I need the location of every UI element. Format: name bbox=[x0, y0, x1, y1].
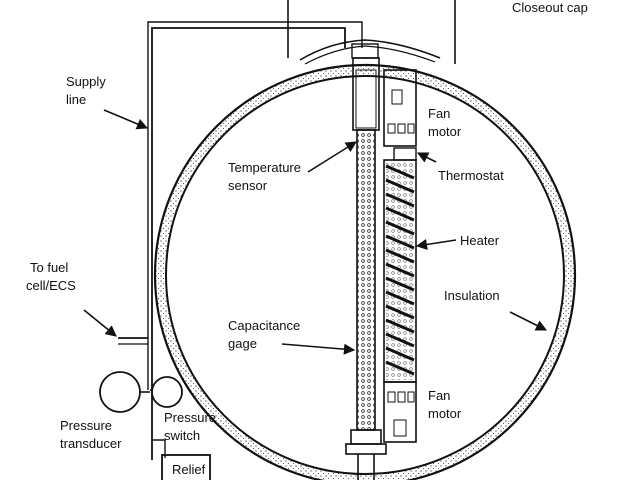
fan-motor-bottom bbox=[383, 381, 417, 443]
arrow-heater bbox=[415, 238, 457, 251]
label-closeout-cap: Closeout cap bbox=[512, 0, 588, 15]
label-pressure-transducer-2: transducer bbox=[60, 436, 122, 451]
arrow-fuel-cell bbox=[83, 309, 117, 337]
leader-arrows bbox=[83, 109, 548, 355]
label-heater: Heater bbox=[460, 233, 500, 248]
closeout-cap bbox=[287, 0, 456, 65]
label-to-fuel-cell-1: To fuel bbox=[30, 260, 68, 275]
label-supply-line-1: Supply bbox=[66, 74, 106, 89]
label-fan-motor-bottom-1: Fan bbox=[428, 388, 450, 403]
label-capacitance-gage-1: Capacitance bbox=[228, 318, 300, 333]
label-fan-motor-top-2: motor bbox=[428, 124, 462, 139]
label-thermostat: Thermostat bbox=[438, 168, 504, 183]
arrow-supply-line bbox=[103, 109, 149, 130]
pressure-switch bbox=[151, 376, 183, 408]
label-temperature-sensor-2: sensor bbox=[228, 178, 268, 193]
label-pressure-switch-1: Pressure bbox=[164, 410, 216, 425]
arrow-temperature-sensor bbox=[307, 141, 357, 173]
fan-motor-top bbox=[383, 69, 417, 147]
arrow-thermostat bbox=[416, 152, 437, 163]
capacitance-gage-tube bbox=[356, 129, 376, 431]
label-relief: Relief bbox=[172, 462, 206, 477]
pressure-devices bbox=[99, 371, 183, 413]
relief-box bbox=[161, 454, 211, 480]
label-supply-line-2: line bbox=[66, 92, 86, 107]
label-to-fuel-cell-2: cell/ECS bbox=[26, 278, 76, 293]
label-pressure-transducer-1: Pressure bbox=[60, 418, 112, 433]
supply-line bbox=[147, 21, 363, 460]
arrow-insulation bbox=[509, 311, 548, 331]
heater-coil bbox=[383, 159, 417, 383]
pressure-transducer bbox=[99, 371, 141, 413]
fuel-cell-line bbox=[118, 337, 148, 345]
probe-assembly bbox=[345, 57, 387, 480]
label-fan-motor-top-1: Fan bbox=[428, 106, 450, 121]
arrow-capacitance-gage bbox=[281, 343, 356, 355]
label-insulation: Insulation bbox=[444, 288, 500, 303]
label-temperature-sensor-1: Temperature bbox=[228, 160, 301, 175]
label-capacitance-gage-2: gage bbox=[228, 336, 257, 351]
label-pressure-switch-2: switch bbox=[164, 428, 200, 443]
label-fan-motor-bottom-2: motor bbox=[428, 406, 462, 421]
